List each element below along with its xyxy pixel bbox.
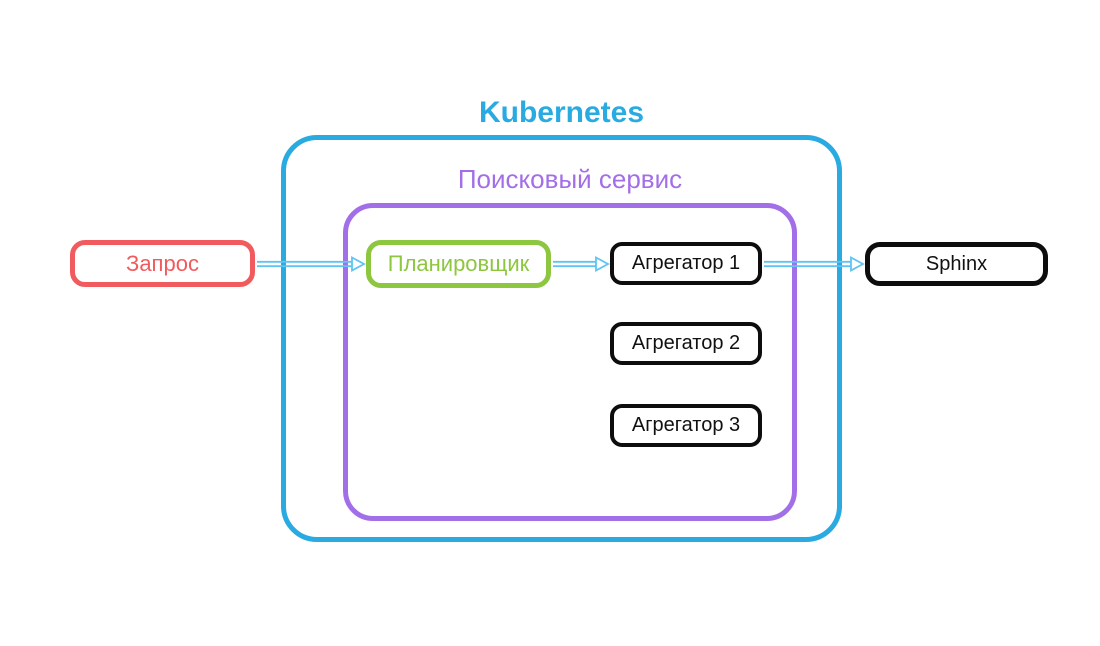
kubernetes-container: [281, 135, 842, 542]
node-aggregator-1: Агрегатор 1: [610, 242, 762, 285]
node-request: Запрос: [70, 240, 255, 287]
node-scheduler: Планировщик: [366, 240, 551, 288]
node-aggregator-3: Агрегатор 3: [610, 404, 762, 447]
node-sphinx: Sphinx: [865, 242, 1048, 286]
kubernetes-container-title: Kubernetes: [478, 96, 645, 129]
search-service-container-title: Поисковый сервис: [457, 164, 683, 194]
search-service-container: [343, 203, 797, 521]
node-aggregator-2: Агрегатор 2: [610, 322, 762, 365]
